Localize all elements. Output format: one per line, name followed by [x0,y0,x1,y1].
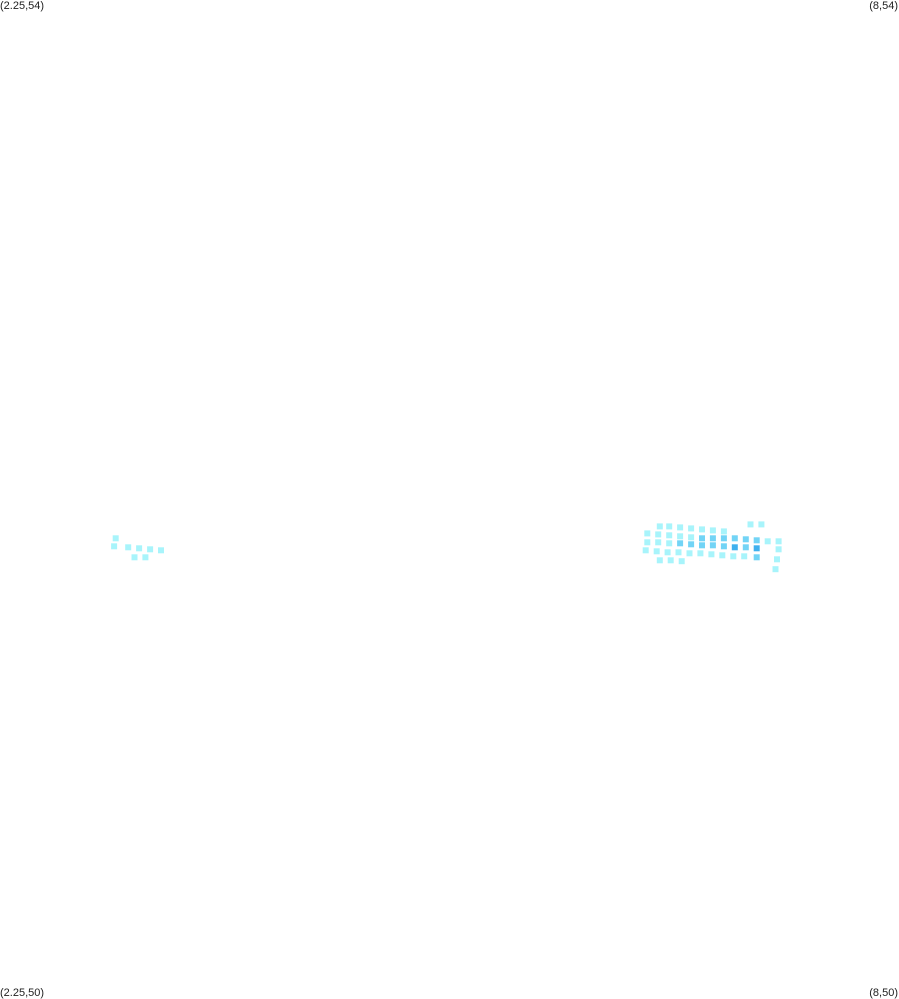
density-cell [158,547,164,554]
density-cell [720,535,727,542]
density-cell [111,543,118,550]
density-cell [742,536,749,543]
density-cell [664,549,671,556]
density-cell [747,521,754,528]
density-cell [125,544,132,551]
density-cell [753,545,760,552]
corner-label-top-left: (2.25,54) [0,0,45,12]
density-cell [688,534,695,541]
density-cell [775,546,782,553]
density-cell [142,554,149,561]
density-cell [764,538,771,545]
density-cell [131,554,138,561]
density-cell [644,539,651,546]
density-cell [675,549,682,556]
density-cell [709,535,716,542]
density-cell [666,532,673,539]
density-cell [699,542,705,549]
density-cell [697,550,704,557]
density-cell [653,548,660,555]
density-cell [730,553,737,560]
density-cell [720,543,727,550]
density-cell [677,540,684,547]
density-cell [719,552,726,559]
density-cell [731,535,738,542]
density-cell [656,523,663,530]
density-cell [774,556,780,563]
density-cell [758,521,765,528]
corner-label-bottom-right: (8,50) [869,987,898,999]
density-cell [644,530,651,537]
density-cell [655,539,662,546]
density-cell [678,558,685,565]
density-cell [688,525,695,532]
density-cell [708,551,715,558]
density-cell [677,533,684,540]
density-cell [667,557,674,564]
density-cell [699,526,705,533]
density-cell [753,554,760,561]
corner-label-bottom-left: (2.25,50) [0,987,45,999]
density-cell [741,553,748,560]
density-cell [655,531,662,538]
density-cell [666,540,673,547]
density-cell [666,523,673,530]
density-cell [147,546,154,553]
corner-label-top-right: (8,54) [869,0,898,12]
density-cell [112,535,119,542]
density-cell [775,538,782,545]
density-cell [656,557,663,564]
density-cell [686,550,693,557]
density-cell [136,545,143,552]
density-cell [709,527,716,534]
density-cell [772,566,779,573]
density-cell [742,544,749,551]
density-cell [731,544,738,551]
density-cell [699,535,705,542]
density-cell [709,542,716,549]
density-cell [753,537,760,544]
density-cell [642,547,649,554]
density-cell [720,528,727,535]
density-cell [677,524,684,531]
density-cell [688,541,695,548]
